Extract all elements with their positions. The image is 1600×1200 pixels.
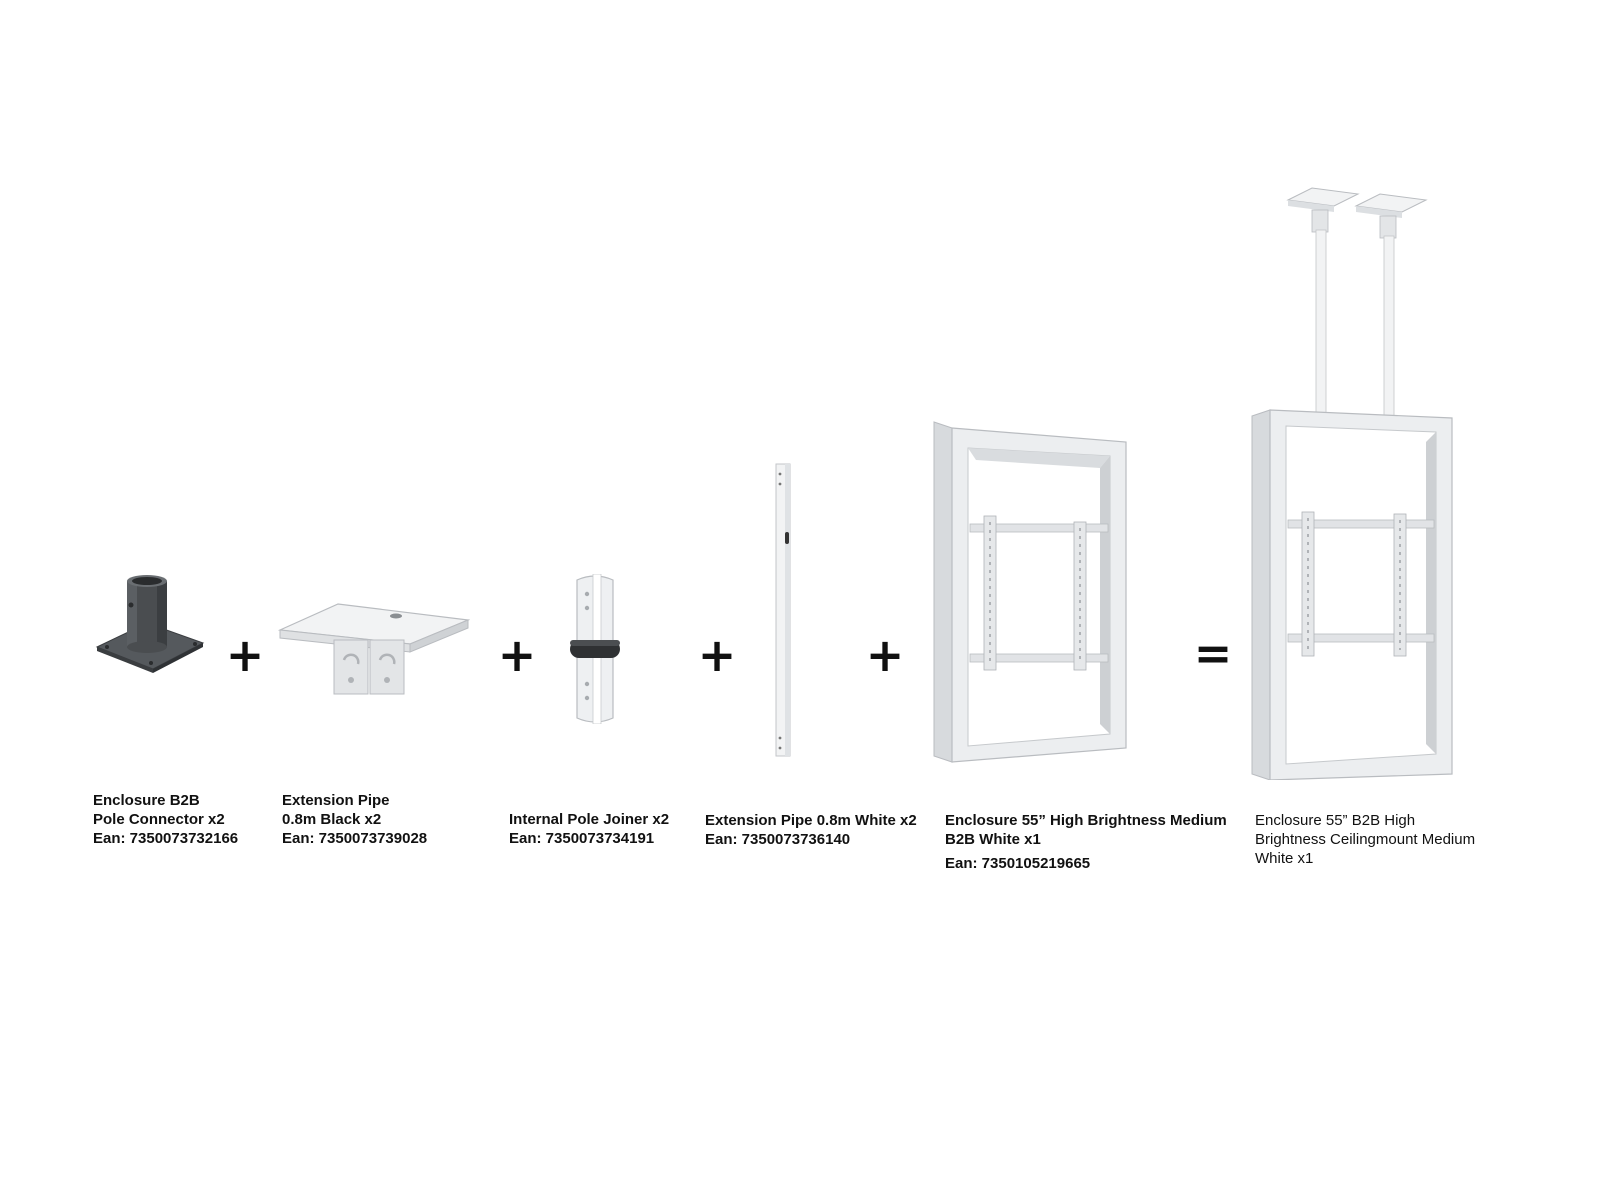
caption-line: 0.8m Black x2 <box>282 811 382 828</box>
equals-operator: = <box>1193 626 1233 680</box>
caption-line: Enclosure B2B <box>93 792 200 809</box>
caption-pole-joiner: Internal Pole Joiner x2 Ean: 73500737341… <box>509 810 669 848</box>
caption-line: Extension Pipe <box>282 792 390 809</box>
caption-line: B2B White x1 <box>945 831 1041 848</box>
caption-ean: Ean: 7350073736140 <box>705 831 851 848</box>
enclosure-frame-icon <box>933 421 1127 763</box>
caption-ean: Ean: 7350073732166 <box>93 830 239 847</box>
pole-connector-icon <box>95 575 205 673</box>
pole-joiner-icon <box>570 574 620 724</box>
extension-pipe-icon <box>775 463 791 757</box>
ceiling-plate-icon <box>278 603 470 695</box>
plus-operator: + <box>225 628 265 682</box>
caption-extension-pipe-white: Extension Pipe 0.8m White x2 Ean: 735007… <box>705 811 917 849</box>
caption-line: Extension Pipe 0.8m White x2 <box>705 812 917 829</box>
caption-enclosure-frame: Enclosure 55” High Brightness Medium B2B… <box>945 811 1227 873</box>
caption-line: Brightness Ceilingmount Medium <box>1255 831 1476 848</box>
caption-line: White x1 <box>1255 850 1314 867</box>
plus-operator: + <box>497 628 537 682</box>
plus-operator: + <box>865 628 905 682</box>
caption-pole-connector: Enclosure B2B Pole Connector x2 Ean: 735… <box>93 791 238 848</box>
plus-operator: + <box>697 628 737 682</box>
caption-line: Internal Pole Joiner x2 <box>509 811 670 828</box>
caption-ean: Ean: 7350073739028 <box>282 830 428 847</box>
caption-line: Pole Connector x2 <box>93 811 225 828</box>
caption-ceiling-mount-enclosure: Enclosure 55” B2B High Brightness Ceilin… <box>1255 811 1475 868</box>
caption-ean: Ean: 7350105219665 <box>945 855 1091 872</box>
ceiling-mount-enclosure-icon <box>1251 187 1453 780</box>
caption-ean: Ean: 7350073734191 <box>509 830 655 847</box>
caption-extension-pipe-black: Extension Pipe 0.8m Black x2 Ean: 735007… <box>282 791 427 848</box>
caption-line: Enclosure 55” B2B High <box>1255 812 1416 829</box>
caption-line: Enclosure 55” High Brightness Medium <box>945 812 1227 829</box>
